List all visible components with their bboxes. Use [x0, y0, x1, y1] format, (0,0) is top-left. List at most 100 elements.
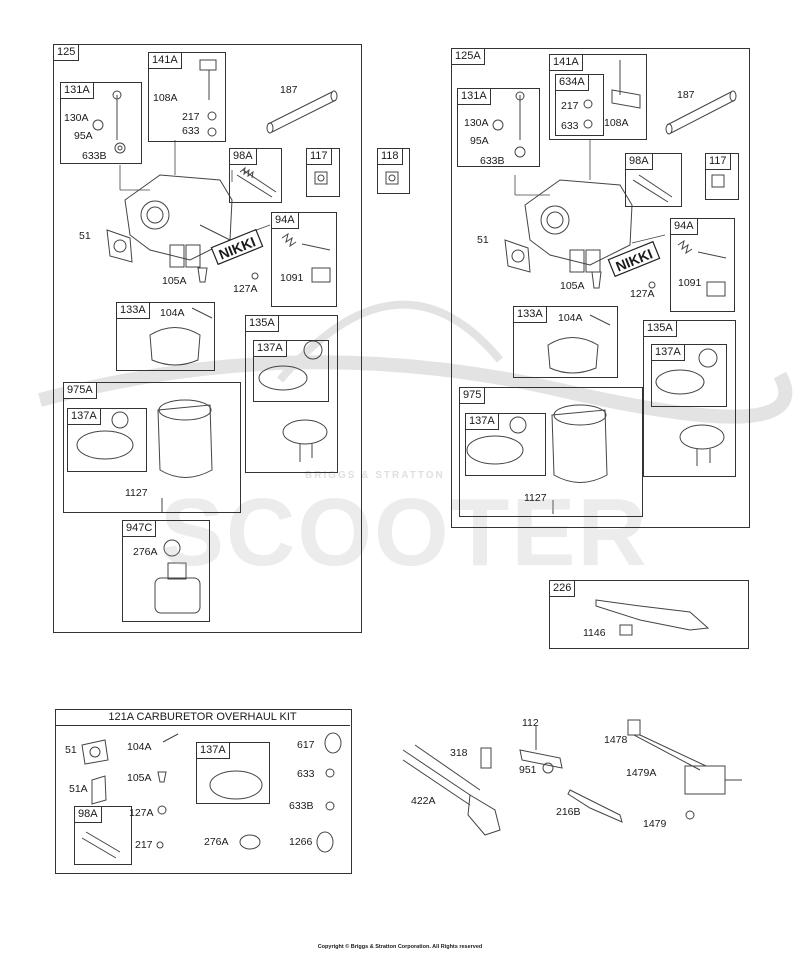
misc-label-112: 112 — [522, 717, 539, 729]
label-217-left: 217 — [182, 111, 200, 123]
idle-screw-drawing-right — [632, 174, 673, 203]
group-117-right-tab: 117 — [705, 153, 731, 170]
panel-125A-tab: 125A — [451, 48, 485, 65]
group-135A — [245, 315, 338, 473]
part-118-tab: 118 — [377, 148, 403, 165]
group-226 — [549, 580, 749, 649]
kit-label-105A: 105A — [127, 772, 152, 784]
carburetor-body-drawing-right — [504, 179, 656, 289]
kit-label-617: 617 — [297, 739, 315, 751]
label-108A-left: 108A — [153, 92, 178, 104]
group-133A-right-tab: 133A — [513, 306, 547, 323]
group-947C — [122, 520, 210, 622]
group-94A-right — [670, 218, 735, 312]
misc-label-318: 318 — [450, 747, 468, 759]
part-117-drawing — [314, 171, 328, 185]
label-633-right: 633 — [561, 120, 579, 132]
copyright-notice: Copyright © Briggs & Stratton Corporatio… — [317, 944, 483, 950]
kit-label-51A: 51A — [69, 783, 88, 795]
label-104A-left: 104A — [160, 307, 185, 319]
idle-screw-drawing — [236, 166, 277, 198]
group-141A-tab: 141A — [148, 52, 182, 69]
part-117-drawing-right — [711, 174, 725, 188]
kit-group-98A-tab: 98A — [74, 806, 102, 823]
label-276A-left: 276A — [133, 546, 158, 558]
watermark-tag: BRIGGS & STRATTON — [305, 470, 445, 481]
group-137A-right-lower-tab: 137A — [465, 413, 499, 430]
misc-label-1478: 1478 — [604, 734, 628, 746]
label-105A-right: 105A — [560, 280, 585, 292]
gasket-drawing-right-1 — [655, 348, 718, 395]
label-633B-right: 633B — [480, 155, 505, 167]
group-141A-right-tab: 141A — [549, 54, 583, 71]
misc-label-216B: 216B — [556, 806, 581, 818]
mixture-needle-drawing-right — [677, 239, 727, 297]
label-127A-left: 127A — [233, 283, 258, 295]
kit-label-104A: 104A — [127, 741, 152, 753]
label-633B-left: 633B — [82, 150, 107, 162]
label-1091-right: 1091 — [678, 277, 702, 289]
group-133A — [116, 302, 215, 371]
group-94A-tab: 94A — [271, 212, 299, 229]
label-51-left: 51 — [79, 230, 91, 242]
label-217-right: 217 — [561, 100, 579, 112]
group-975A — [63, 382, 241, 513]
panel-125-tab: 125 — [53, 44, 80, 61]
gasket-drawing-left-1 — [258, 340, 323, 391]
group-141A — [148, 52, 226, 142]
kit-label-217: 217 — [135, 839, 153, 851]
label-1091-left: 1091 — [280, 272, 304, 284]
group-141A-right — [549, 54, 647, 140]
nikki-stamp-left — [210, 228, 264, 266]
group-947C-tab: 947C — [122, 520, 157, 537]
diaphragm-drawing-left — [282, 419, 328, 462]
label-105A-left: 105A — [162, 275, 187, 287]
group-137A-left-lower-tab: 137A — [67, 408, 101, 425]
group-98A-tab: 98A — [229, 148, 257, 165]
label-127A-right: 127A — [630, 288, 655, 300]
nikki-stamp-right — [607, 240, 661, 278]
float-drawing-right — [547, 314, 611, 374]
kit-label-633B: 633B — [289, 800, 314, 812]
diaphragm-drawing-right — [679, 424, 725, 466]
group-137A-left-upper-tab: 137A — [253, 340, 287, 357]
label-633-left: 633 — [182, 125, 200, 137]
float-drawing — [149, 307, 213, 366]
label-95A-left: 95A — [74, 130, 93, 142]
choke-shaft-drawing-right — [492, 91, 526, 158]
group-94A-right-tab: 94A — [670, 218, 698, 235]
group-137A-right-lower — [465, 413, 546, 476]
group-975A-tab: 975A — [63, 382, 97, 399]
label-130A-right: 130A — [464, 117, 489, 129]
kit-parts-drawing — [81, 732, 342, 859]
float-bowl-drawing-right — [466, 404, 608, 514]
group-975-right-tab: 975 — [459, 387, 486, 404]
label-187-left: 187 — [280, 84, 298, 96]
group-135A-tab: 135A — [245, 315, 279, 332]
kit-label-51: 51 — [65, 744, 77, 756]
float-bowl-drawing-left — [76, 399, 213, 512]
group-131A — [60, 82, 142, 164]
group-975-right — [459, 387, 643, 517]
part-118-drawing — [385, 171, 399, 185]
group-133A-tab: 133A — [116, 302, 150, 319]
label-95A-right: 95A — [470, 135, 489, 147]
label-108A-right: 108A — [604, 117, 629, 129]
solenoid-drawing — [154, 539, 201, 614]
watermark-brand: SCOOTER — [160, 479, 649, 586]
misc-parts-drawing — [402, 719, 742, 836]
kit-label-276A: 276A — [204, 836, 229, 848]
group-137A-left-lower — [67, 408, 147, 472]
group-137A-right-upper-tab: 137A — [651, 344, 685, 361]
group-135A-right-tab: 135A — [643, 320, 677, 337]
overhaul-kit-box — [55, 709, 352, 874]
label-1146: 1146 — [583, 627, 606, 639]
label-104A-right: 104A — [558, 312, 583, 324]
throttle-shaft-drawing — [199, 59, 217, 137]
label-1127-left: 1127 — [125, 487, 148, 499]
lever-226-drawing — [595, 599, 710, 636]
group-137A-left-upper — [253, 340, 329, 402]
kit-group-137A — [196, 742, 270, 804]
label-1127-right: 1127 — [524, 492, 547, 504]
